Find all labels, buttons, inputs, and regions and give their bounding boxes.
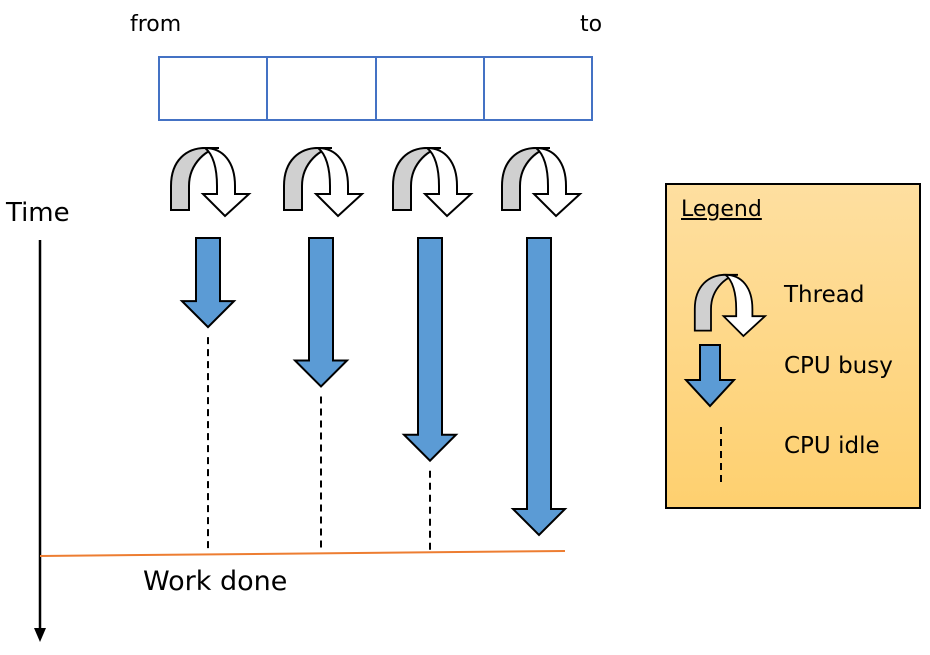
legend-thread-label: Thread bbox=[784, 282, 865, 308]
legend-cpu-idle-label: CPU idle bbox=[784, 433, 880, 459]
array-cell bbox=[160, 58, 269, 119]
thread-icon bbox=[170, 147, 250, 217]
cpu-busy-arrow bbox=[510, 237, 568, 537]
array-cell bbox=[268, 58, 377, 119]
cpu-busy-arrow bbox=[292, 237, 350, 388]
work-done-line bbox=[39, 550, 566, 557]
time-axis-label: Time bbox=[6, 198, 70, 228]
cpu-busy-arrow bbox=[179, 237, 237, 329]
thread-icon bbox=[501, 147, 581, 217]
legend-title: Legend bbox=[681, 197, 762, 222]
legend-box: Legend Thread CPU busy CPU idle bbox=[665, 183, 921, 509]
thread-icon bbox=[693, 273, 766, 337]
thread-icon bbox=[392, 147, 472, 217]
legend-cpu-busy-label: CPU busy bbox=[784, 353, 893, 379]
legend-icons bbox=[683, 273, 766, 487]
array-cell bbox=[377, 58, 485, 119]
time-axis-arrowhead-icon bbox=[34, 628, 46, 642]
work-done-label: Work done bbox=[143, 566, 288, 597]
cpu-busy-arrow bbox=[401, 237, 459, 463]
cpu-busy-arrow-icon bbox=[683, 344, 737, 408]
array-start-label: from bbox=[130, 12, 182, 37]
thread-icon bbox=[283, 147, 363, 217]
array-end-label: to bbox=[580, 12, 603, 37]
work-array bbox=[158, 56, 593, 121]
